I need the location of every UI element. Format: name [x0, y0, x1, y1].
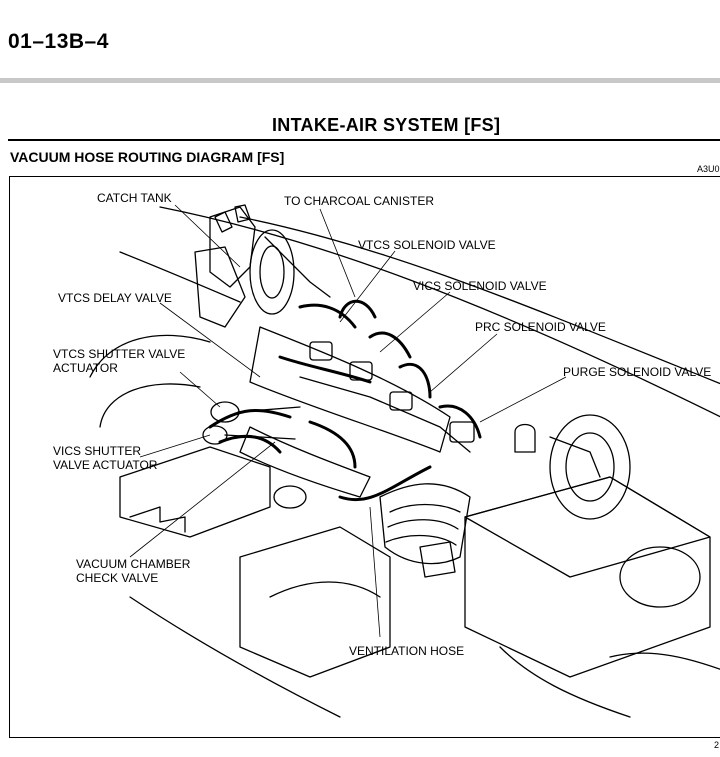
cover-ridge [269, 581, 381, 598]
solenoid-bracket [299, 376, 471, 453]
callout-to-charcoal-canister: TO CHARCOAL CANISTER [284, 194, 435, 208]
actuator-rod [237, 406, 301, 413]
intake-duct [379, 483, 471, 565]
hose-purge [438, 404, 482, 439]
engine-bay-illustration [89, 204, 720, 718]
solenoid-block-4 [449, 421, 475, 443]
air-duct [619, 546, 701, 608]
catch-tank-fitting-2 [234, 204, 251, 223]
throttle-disc [249, 229, 295, 315]
lower-trim [129, 596, 341, 718]
bracket-right [549, 436, 601, 478]
callout-catch-tank: CATCH TANK [97, 191, 172, 205]
engine-block-step [129, 506, 186, 533]
fender-curve-left-2 [99, 383, 201, 428]
leader-catch-tank [174, 204, 241, 268]
catch-tank-fitting [214, 211, 233, 233]
air-box-top [464, 476, 711, 578]
hose-lower [278, 355, 372, 384]
solenoid-block-1 [309, 341, 333, 361]
throttle-housing [194, 246, 246, 328]
callout-ventilation-hose: VENTILATION HOSE [349, 644, 465, 658]
section-divider [8, 139, 720, 141]
corner-mark: 2 [714, 740, 720, 750]
body-line-upper [159, 206, 720, 418]
frame-curve-lower-right [609, 652, 720, 670]
callout-vtcs-delay-valve: VTCS DELAY VALVE [58, 291, 172, 305]
callout-vtcs-shutter-valve-actuator: VTCS SHUTTER VALVE ACTUATOR [53, 347, 186, 375]
callout-vacuum-chamber-check-valve: VACUUM CHAMBER CHECK VALVE [76, 557, 191, 585]
reservoir-cap [514, 423, 536, 453]
leader-ventilation [369, 506, 381, 638]
throttle-disc-inner [259, 245, 285, 299]
hose-prc [398, 362, 432, 399]
alternator-inner [565, 432, 615, 502]
hose-ventilation [338, 465, 432, 502]
duct-rib-2 [387, 519, 459, 530]
leader-vics-actuator [139, 434, 211, 458]
hose-vics-shutter [218, 434, 282, 454]
engine-block-lower [239, 526, 391, 678]
diagram-frame: CATCH TANK TO CHARCOAL CANISTER VTCS SOL… [9, 176, 720, 738]
fender-curve-left-3 [119, 251, 241, 303]
leader-check-valve [129, 441, 276, 558]
manifold-lower [239, 426, 371, 498]
hood-line [239, 216, 720, 385]
hose-vtcs-delay [298, 303, 357, 329]
duct-rib-1 [389, 503, 461, 513]
leader-vics-solenoid [379, 291, 451, 353]
engine-block-left [119, 446, 271, 538]
hose-shutter [208, 408, 292, 429]
leader-prc [429, 333, 498, 393]
callout-vtcs-solenoid-valve: VTCS SOLENOID VALVE [358, 238, 496, 252]
actuator-rod-2 [224, 434, 296, 440]
solenoid-block-2 [349, 361, 373, 381]
vics-actuator [202, 425, 228, 445]
throttle-linkage [264, 236, 331, 298]
hose-check [308, 420, 357, 469]
oil-cap [273, 485, 307, 509]
leader-vtcs-actuator [179, 371, 221, 408]
intake-plenum [249, 326, 451, 453]
alternator-pulley [549, 414, 631, 520]
callout-purge-solenoid-valve: PURGE SOLENOID VALVE [563, 365, 712, 379]
hose-vics-solenoid [368, 331, 412, 359]
leader-vtcs-delay [159, 302, 261, 378]
diagram-title: VACUUM HOSE ROUTING DIAGRAM [FS] [10, 149, 285, 165]
lower-trim-2 [499, 646, 631, 718]
leader-purge [479, 376, 567, 423]
callout-prc-solenoid-valve: PRC SOLENOID VALVE [475, 320, 606, 334]
duct-rib-3 [385, 534, 457, 546]
leader-vtcs-solenoid [339, 250, 396, 323]
callout-vics-solenoid-valve: VICS SOLENOID VALVE [413, 279, 547, 293]
header-divider [0, 78, 720, 83]
fender-curve-left [89, 334, 211, 378]
connector-box [419, 541, 456, 578]
leader-charcoal [319, 208, 356, 298]
callout-vics-shutter-valve-actuator: VICS SHUTTER VALVE ACTUATOR [53, 444, 158, 472]
section-title: INTAKE-AIR SYSTEM [FS] [272, 115, 501, 135]
figure-code: A3U0 [697, 164, 720, 174]
page-number: 01–13B–4 [8, 30, 109, 53]
